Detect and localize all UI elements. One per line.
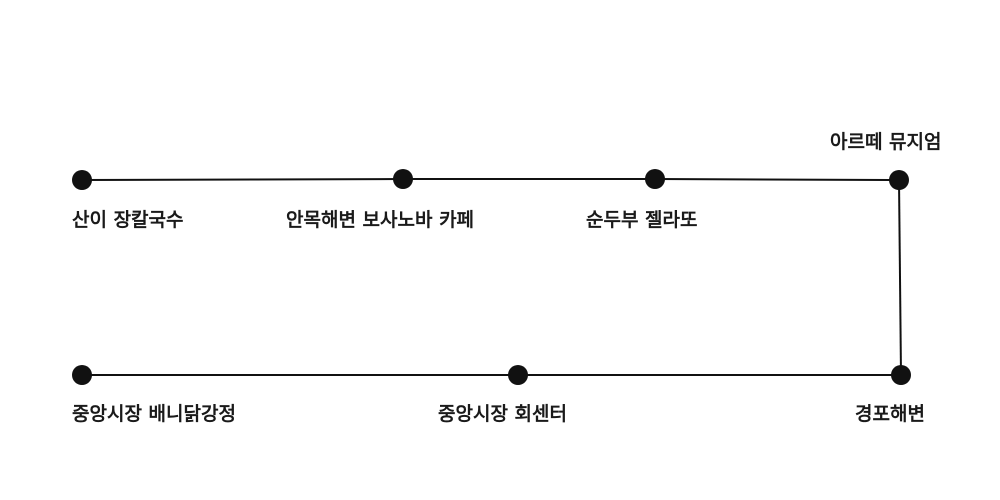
stop-marker-7 — [72, 365, 92, 385]
stop-marker-4 — [889, 170, 909, 190]
route-segment-4-5 — [898, 179, 902, 376]
route-segment-3-4 — [654, 178, 900, 181]
stop-label-7: 중앙시장 배니닭강정 — [72, 403, 236, 425]
stop-marker-5 — [891, 365, 911, 385]
stop-label-3: 순두부 젤라또 — [586, 209, 698, 231]
stop-marker-6 — [508, 365, 528, 385]
stop-label-5: 경포해변 — [855, 403, 925, 425]
route-segment-1-2 — [81, 178, 404, 181]
stop-marker-2 — [393, 169, 413, 189]
stop-label-6: 중앙시장 회센터 — [438, 403, 567, 425]
stop-label-1: 산이 장칼국수 — [72, 209, 184, 231]
stop-marker-1 — [72, 170, 92, 190]
stop-label-4: 아르떼 뮤지엄 — [830, 131, 942, 153]
stop-label-2: 안목해변 보사노바 카페 — [286, 209, 475, 231]
stop-marker-3 — [645, 169, 665, 189]
